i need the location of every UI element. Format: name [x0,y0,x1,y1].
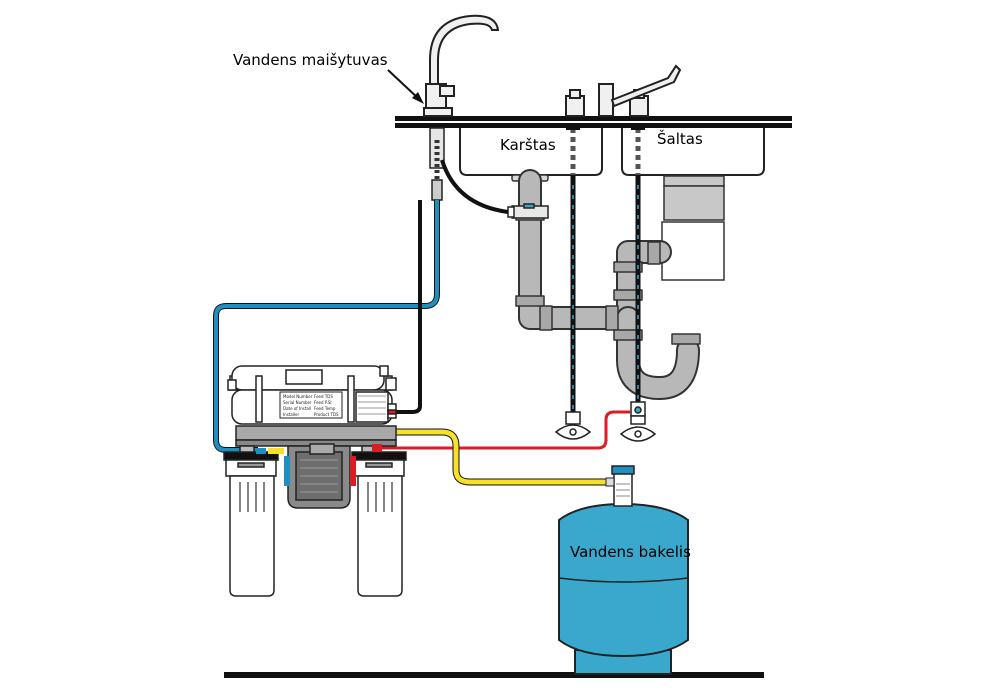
tank-label: Vandens bakelis [570,543,691,561]
prefilter-left [223,451,279,597]
drain-saddle [507,203,549,219]
ro-bracket [235,425,397,457]
label-row-3-left: Date of Install [283,406,311,411]
label-row-4-left: Installer [283,412,300,417]
booster-pump [287,443,351,509]
cold-label: Šaltas [657,130,703,148]
unit-fittings [256,444,382,486]
faucet-pointer-arrow [387,69,424,104]
waste-water-tube [396,200,422,414]
label-row-2-left: Serial Number [283,400,312,405]
label-row-1-left: Model Number [283,394,313,399]
label-row-3-right: Feed Temp [314,406,336,411]
label-row-4-right: Product TDS [314,412,339,417]
supply-lines [566,124,645,412]
kitchen-faucet [565,64,682,117]
prefilter-right [351,451,407,597]
hot-label: Karštas [500,136,556,154]
disposal-unit [661,175,725,281]
water-tank [558,465,689,675]
cold-shutoff-valve [619,401,657,442]
countertop [395,116,792,128]
ro-faucet [423,14,500,117]
hot-shutoff-valve [554,411,592,440]
sink-basins [459,128,765,182]
drain-tube [440,159,509,214]
label-row-2-right: Feed P.SI [314,400,332,405]
faucet-label: Vandens maišytuvas [233,51,388,69]
membrane-label: Model Number Feed TDS Serial Number Feed… [279,391,343,419]
floor-line [224,672,764,678]
feed-water-tube [382,410,630,450]
label-row-1-right: Feed TDS [314,394,333,399]
ro-membrane-housing [227,365,397,425]
